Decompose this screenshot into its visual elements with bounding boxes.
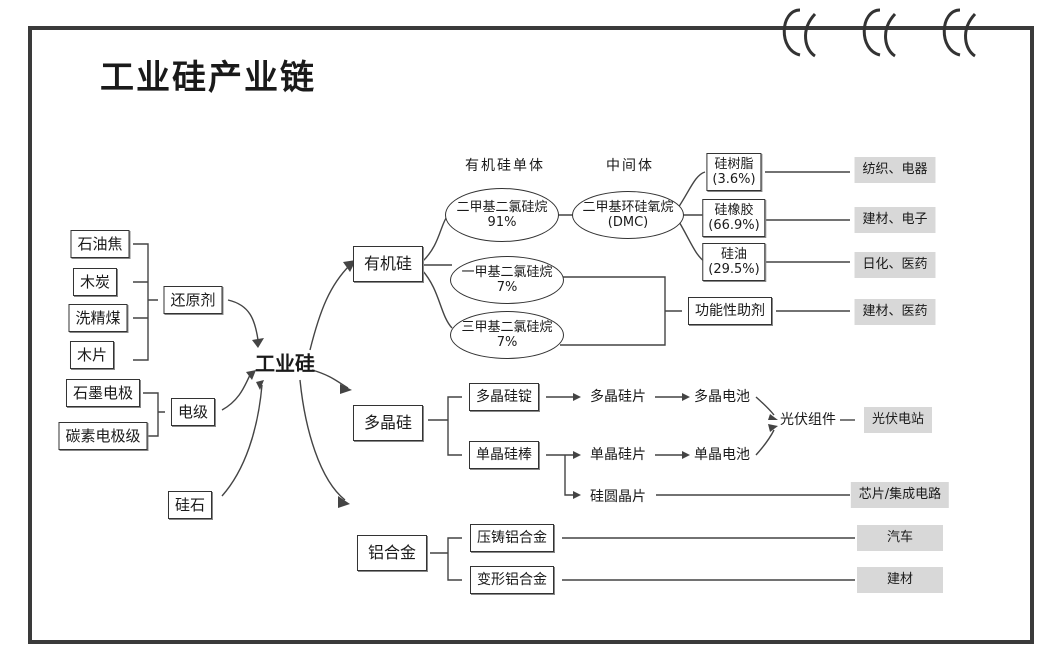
app-tag: 纺织、电器	[854, 157, 935, 183]
app-tag: 光伏电站	[864, 407, 932, 433]
poly-bracket	[428, 397, 462, 455]
monomer-share: 91%	[488, 215, 517, 230]
derivative-box: 硅树脂 (3.6%)	[706, 153, 761, 191]
app-tag: 芯片/集成电路	[851, 482, 949, 508]
derivative-share: (66.9%)	[708, 218, 759, 233]
round-wafer: 硅圆晶片	[590, 489, 646, 505]
poly-cell: 多晶电池	[694, 389, 750, 405]
app-tag: 建材	[857, 567, 943, 593]
product-alloy: 铝合金	[357, 535, 427, 571]
dmc-oval: 二甲基环硅氧烷 (DMC)	[572, 191, 684, 239]
mono-wafer: 单晶硅片	[590, 447, 646, 463]
aux-box: 功能性助剂	[688, 297, 772, 325]
dmc-abbr: (DMC)	[608, 215, 648, 230]
arrow-core-organic	[310, 265, 350, 350]
header-intermediate: 中间体	[606, 155, 654, 175]
app-tag: 建材、医药	[854, 299, 935, 325]
reducer-bracket	[133, 244, 158, 360]
derivative-box: 硅橡胶 (66.9%)	[702, 199, 765, 237]
app-tag: 日化、医药	[854, 252, 935, 278]
derivative-share: (3.6%)	[712, 172, 755, 187]
monomer-oval: 三甲基二氯硅烷 7%	[450, 311, 564, 359]
derivative-name: 硅橡胶	[708, 203, 759, 218]
dmc-name: 二甲基环硅氧烷	[582, 200, 673, 215]
mono-cell: 单晶电池	[694, 447, 750, 463]
poly-wafer: 多晶硅片	[590, 389, 646, 405]
derivative-name: 硅油	[708, 247, 759, 262]
link-organic-m3	[422, 270, 452, 328]
electrode-item: 碳素电极级	[58, 422, 147, 450]
reducer-item: 木炭	[73, 268, 117, 296]
link-m2m3-aux	[560, 277, 682, 345]
mono-rod: 单晶硅棒	[469, 441, 539, 469]
reducer-item: 木片	[70, 341, 114, 369]
spiral-rings	[784, 10, 975, 56]
pv-module: 光伏组件	[780, 412, 836, 428]
reducer-group: 还原剂	[163, 286, 222, 314]
silica-stone: 硅石	[168, 491, 212, 519]
arrow-electrode-core	[222, 375, 250, 410]
monomer-share: 7%	[497, 335, 518, 350]
die-cast-alloy: 压铸铝合金	[470, 524, 554, 552]
app-tag: 汽车	[857, 525, 943, 551]
reducer-item: 洗精煤	[68, 304, 127, 332]
app-tag: 建材、电子	[854, 207, 935, 233]
poly-ingot: 多晶硅锭	[469, 383, 539, 411]
reducer-item: 石油焦	[70, 230, 129, 258]
monomer-oval: 二甲基二氯硅烷 91%	[445, 188, 559, 242]
arrow-reducer-core	[228, 300, 258, 340]
page-title: 工业硅产业链	[100, 50, 316, 99]
wrought-alloy: 变形铝合金	[470, 566, 554, 594]
monomer-name: 二甲基二氯硅烷	[456, 200, 547, 215]
arrow-core-poly	[312, 370, 348, 388]
alloy-app-links	[562, 538, 855, 580]
product-organic: 有机硅	[353, 246, 423, 282]
derivative-box: 硅油 (29.5%)	[702, 243, 765, 281]
derivative-name: 硅树脂	[712, 157, 755, 172]
link-derivatives-apps	[765, 172, 850, 262]
rod-wafer-link	[565, 455, 575, 495]
arrow-stone-core	[222, 385, 262, 496]
derivative-share: (29.5%)	[708, 262, 759, 277]
alloy-bracket	[430, 538, 462, 580]
product-poly: 多晶硅	[353, 405, 423, 441]
arrow-core-alloy	[300, 380, 345, 500]
link-organic-m1	[422, 215, 448, 262]
core-node: 工业硅	[255, 348, 315, 377]
monomer-name: 三甲基二氯硅烷	[461, 320, 552, 335]
header-monomer: 有机硅单体	[465, 155, 545, 175]
electrode-item: 石墨电极	[66, 379, 140, 407]
monomer-share: 7%	[497, 280, 518, 295]
monomer-name: 一甲基二氯硅烷	[461, 265, 552, 280]
monomer-oval: 一甲基二氯硅烷 7%	[450, 256, 564, 304]
electrode-group: 电级	[171, 398, 215, 426]
